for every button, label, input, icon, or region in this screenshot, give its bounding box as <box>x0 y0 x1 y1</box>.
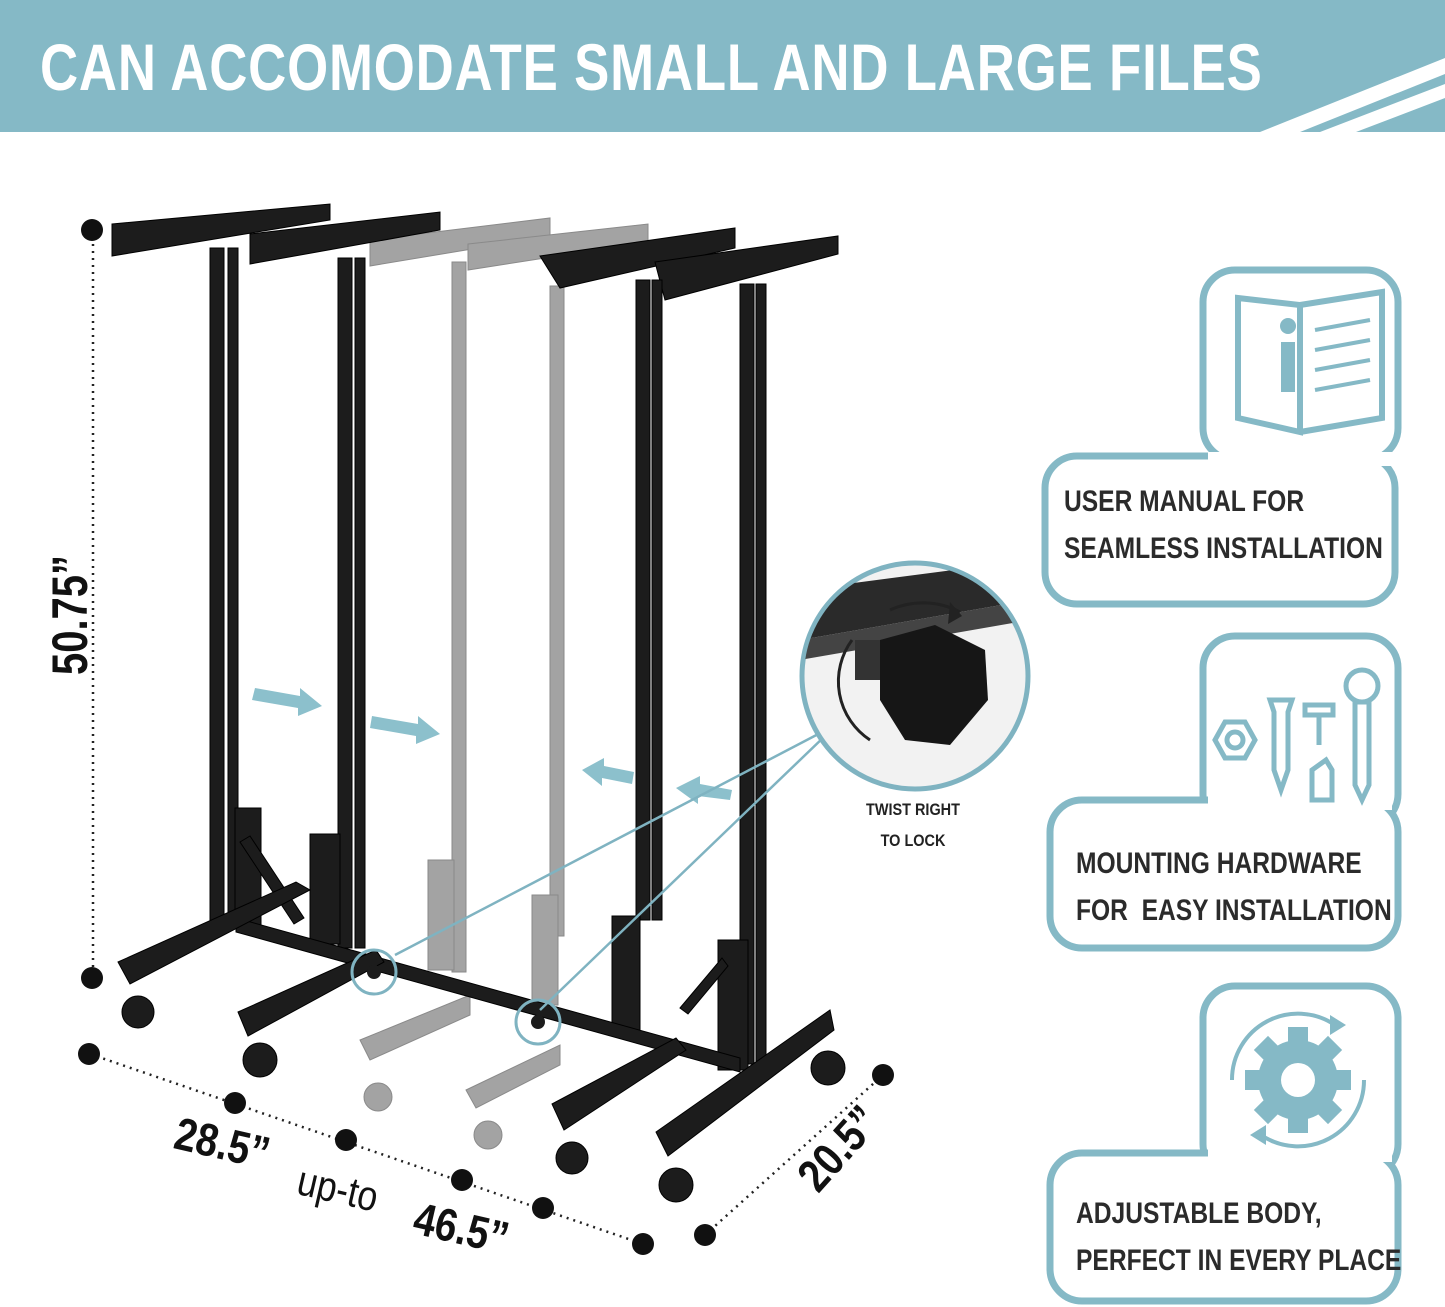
twist-lock-note: TWIST RIGHT TO LOCK <box>864 794 963 856</box>
feature-line-1: MOUNTING HARDWARE <box>1076 847 1362 880</box>
adjust-arrows <box>252 688 732 804</box>
banner-stripes <box>1260 58 1445 132</box>
feature-text-adjustable: ADJUSTABLE BODY, PERFECT IN EVERY PLACE <box>1076 1190 1401 1284</box>
feature-line-2: PERFECT IN EVERY PLACE <box>1076 1244 1402 1277</box>
twist-line-2: TO LOCK <box>880 831 946 850</box>
ghost-frame-middle <box>359 217 649 1150</box>
feature-text-manual: USER MANUAL FOR SEAMLESS INSTALLATION <box>1064 478 1383 572</box>
feature-line-1: USER MANUAL FOR <box>1064 485 1305 518</box>
feature-text-hardware: MOUNTING HARDWARE FOR EASY INSTALLATION <box>1076 840 1392 934</box>
height-label: 50.75” <box>42 554 98 676</box>
depth-dimension-line <box>694 1064 894 1246</box>
height-dimension-line <box>81 219 103 989</box>
user-manual-icon <box>1235 288 1385 436</box>
adjustable-gear-icon <box>1229 1011 1367 1149</box>
feature-line-2: FOR EASY INSTALLATION <box>1076 894 1392 927</box>
knob-callout <box>350 560 1031 1046</box>
banner-title: CAN ACCOMODATE SMALL AND LARGE FILES <box>40 30 1263 104</box>
feature-line-2: SEAMLESS INSTALLATION <box>1064 532 1383 565</box>
feature-card-manual <box>1041 266 1402 608</box>
feature-card-hardware <box>1046 632 1402 952</box>
feature-card-adjustable <box>1046 982 1402 1305</box>
hardware-icon <box>1212 667 1381 806</box>
title-banner: CAN ACCOMODATE SMALL AND LARGE FILES <box>0 0 1445 132</box>
width-dimension-line <box>78 1043 654 1255</box>
feature-line-1: ADJUSTABLE BODY, <box>1076 1197 1322 1230</box>
product-illustration <box>78 203 1402 1305</box>
twist-line-1: TWIST RIGHT <box>866 800 960 819</box>
rack-frame-front <box>111 203 846 1203</box>
